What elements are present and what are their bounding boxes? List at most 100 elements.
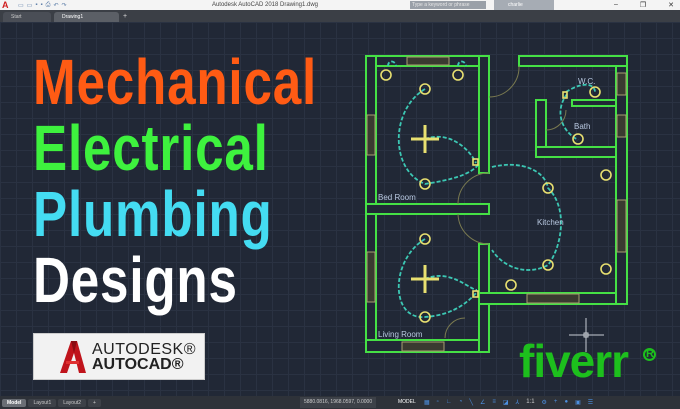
title-bar: A ▭▭▪▪⎙↶↷ Autodesk AutoCAD 2018 Drawing1… bbox=[0, 0, 680, 10]
lineweight-icon[interactable]: ≡ bbox=[492, 399, 496, 405]
room-label-living-room: Living Room bbox=[378, 330, 423, 339]
headline-text: Mechanical bbox=[33, 46, 318, 118]
window bbox=[616, 114, 627, 138]
light-fixture-icon bbox=[419, 311, 431, 323]
room-label-bath: Bath bbox=[574, 122, 590, 131]
registered-mark: R bbox=[643, 348, 656, 361]
window bbox=[616, 199, 627, 253]
wire bbox=[491, 163, 562, 271]
redo-icon[interactable]: ↷ bbox=[61, 2, 67, 9]
autodesk-autocad-logo: AUTODESK® AUTOCAD® bbox=[33, 333, 205, 380]
annotation-scale[interactable]: 1:1 bbox=[526, 399, 535, 405]
room-label-kitchen: Kitchen bbox=[537, 218, 564, 227]
headline-text: Electrical bbox=[33, 112, 269, 184]
room-label-wc: W.C. bbox=[578, 77, 595, 86]
undo-icon[interactable]: ↶ bbox=[53, 2, 59, 9]
save-as-icon[interactable]: ▪ bbox=[40, 1, 43, 8]
fullscreen-icon[interactable]: ▣ bbox=[575, 400, 581, 406]
headline-electrical: Electrical bbox=[33, 116, 269, 180]
wall bbox=[518, 55, 628, 67]
plus-icon[interactable]: + bbox=[553, 399, 558, 405]
socket-icon bbox=[600, 263, 612, 275]
transparency-icon[interactable]: ◪ bbox=[502, 400, 509, 406]
annotation-icon[interactable]: ⅄ bbox=[515, 400, 520, 406]
socket-icon bbox=[600, 169, 612, 181]
search-input[interactable]: Type a keyword or phrase bbox=[410, 1, 486, 9]
new-icon[interactable]: ▭ bbox=[18, 2, 24, 9]
switch-icon bbox=[562, 91, 568, 99]
fiverr-wordmark: fiverr bbox=[519, 335, 629, 387]
layout-tab-layout1[interactable]: Layout1 bbox=[28, 398, 57, 407]
polar-icon[interactable]: ◔ bbox=[458, 399, 463, 405]
osnap-icon[interactable]: ╲ bbox=[469, 400, 473, 406]
tab-drawing1[interactable]: Drawing1 bbox=[54, 12, 119, 22]
document-tabs: Start Drawing1 + bbox=[0, 10, 680, 22]
wire bbox=[424, 275, 478, 291]
user-account[interactable]: charlie bbox=[494, 0, 554, 10]
layout-tab-model[interactable]: Model bbox=[2, 398, 27, 407]
window bbox=[366, 114, 376, 156]
crosshair-cursor-icon bbox=[569, 318, 604, 352]
layout-tab-layout2[interactable]: Layout2 bbox=[58, 398, 87, 407]
save-icon[interactable]: ▪ bbox=[35, 1, 38, 8]
model-space-toggle[interactable]: MODEL bbox=[398, 399, 416, 405]
print-icon[interactable]: ⎙ bbox=[45, 1, 51, 8]
headline-mechanical: Mechanical bbox=[33, 50, 317, 114]
status-bar: Model Layout1 Layout2 + 5880.0816, 1968.… bbox=[0, 396, 680, 409]
door-swing bbox=[545, 109, 567, 131]
wall bbox=[535, 146, 617, 158]
brand-line-2: AUTOCAD® bbox=[92, 355, 184, 373]
light-fixture-icon bbox=[542, 259, 554, 271]
window bbox=[406, 56, 450, 66]
socket-icon bbox=[505, 279, 517, 291]
isolate-icon[interactable]: ● bbox=[564, 399, 569, 405]
headline-designs: Designs bbox=[33, 248, 238, 312]
wire bbox=[565, 83, 596, 93]
window bbox=[401, 341, 445, 352]
otrack-icon[interactable]: ∠ bbox=[479, 400, 486, 406]
brand-line-1: AUTODESK® bbox=[92, 340, 197, 358]
ceiling-fan-icon bbox=[411, 265, 439, 293]
minimize-button[interactable]: – bbox=[613, 1, 618, 8]
quick-access-toolbar: ▭▭▪▪⎙↶↷ bbox=[18, 2, 67, 9]
coordinates-readout: 5880.0816, 1968.0597, 0.0000 bbox=[300, 397, 377, 408]
autocad-app-menu-button[interactable]: A bbox=[2, 0, 9, 10]
wire bbox=[424, 136, 477, 164]
switch-icon bbox=[472, 290, 479, 298]
window-title: Autodesk AutoCAD 2018 Drawing1.dwg bbox=[211, 2, 319, 8]
light-fixture-icon bbox=[542, 182, 554, 194]
wall bbox=[365, 203, 490, 215]
add-layout-button[interactable]: + bbox=[88, 398, 101, 407]
grid-icon[interactable]: ▦ bbox=[424, 400, 430, 406]
restore-button[interactable]: ❐ bbox=[639, 2, 647, 9]
door-swing bbox=[457, 213, 490, 245]
wire bbox=[457, 60, 467, 67]
workspace-icon[interactable]: ⚙ bbox=[541, 400, 547, 406]
light-fixture-icon bbox=[419, 178, 431, 190]
fiverr-logo: fiverr R bbox=[519, 335, 656, 387]
headline-text: Designs bbox=[33, 244, 238, 316]
wall bbox=[478, 55, 490, 174]
light-fixture-icon bbox=[419, 83, 431, 95]
customize-menu-icon[interactable]: ☰ bbox=[587, 400, 594, 406]
wall bbox=[571, 99, 617, 107]
tab-start[interactable]: Start bbox=[3, 12, 51, 22]
window bbox=[526, 293, 580, 304]
ortho-icon[interactable]: ∟ bbox=[445, 399, 452, 405]
open-icon[interactable]: ▭ bbox=[26, 2, 33, 9]
snap-icon[interactable]: ▫ bbox=[436, 399, 439, 405]
wire bbox=[397, 88, 479, 185]
room-labels: Bed Room Living Room Kitchen W.C. Bath bbox=[378, 77, 595, 339]
socket-icon bbox=[380, 69, 392, 81]
window bbox=[366, 251, 376, 303]
wiring bbox=[387, 60, 596, 318]
windows bbox=[366, 56, 627, 352]
light-fixture-icon bbox=[589, 86, 601, 98]
door-swing bbox=[457, 172, 490, 205]
close-button[interactable]: ✕ bbox=[668, 2, 674, 9]
light-fixture-icon bbox=[419, 233, 431, 245]
wire bbox=[397, 238, 478, 318]
new-tab-button[interactable]: + bbox=[123, 13, 128, 20]
socket-icon bbox=[452, 69, 464, 81]
